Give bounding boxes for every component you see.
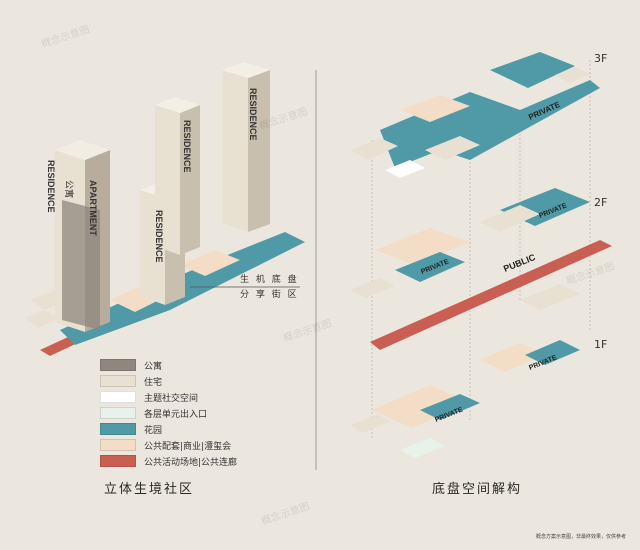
legend-swatch (100, 359, 136, 371)
legend-item: 主题社交空间 (100, 390, 300, 404)
legend-swatch (100, 439, 136, 451)
residence-3-en-label: RESIDENCE (248, 88, 258, 141)
floor-2f-amenity (375, 228, 470, 265)
street-label-line1: 生 机 底 盘 (240, 275, 299, 285)
floor-1f-amenity (372, 385, 470, 428)
floor-3f-block-b (425, 136, 480, 160)
floor-1f-block-b (525, 340, 580, 365)
floor-3f-garden (380, 80, 600, 168)
legend-swatch (100, 375, 136, 387)
apartment-tower-top (55, 140, 110, 160)
floor-3f-block-c (555, 67, 590, 83)
residence-tower-2-front (155, 105, 180, 255)
floor-label-1f: 1F (594, 338, 608, 351)
legend-label: 花园 (144, 425, 163, 436)
podium-amenity-b (180, 250, 240, 276)
legend-item: 公共活动场地|公共连廊 (100, 454, 300, 468)
floor-1f-block (480, 343, 545, 372)
residence-tower-2-top (155, 97, 200, 113)
apartment-tower-shade (62, 200, 100, 330)
floor-1f-garden (420, 394, 480, 420)
apartment-cn-label: 公寓 (63, 180, 75, 198)
right-caption: 底盘空间解构 (432, 482, 523, 497)
street-label-line2: 分 享 街 区 (240, 290, 299, 300)
floor-3f-garden-b (490, 52, 575, 88)
floor-3f-block-e (385, 160, 425, 178)
legend-item: 各层单元出入口 (100, 406, 300, 420)
podium-amenity-d (25, 310, 60, 328)
floor-3f-block-d (350, 138, 398, 160)
legend-label: 各层单元出入口 (144, 409, 208, 420)
residence-tower-3-front (222, 70, 248, 232)
left-caption: 立体生境社区 (104, 482, 195, 497)
floor-1f-block-d (350, 414, 390, 433)
street-label: 生 机 底 盘 分 享 街 区 (240, 272, 299, 300)
apartment-en-label: APARTMENT (88, 180, 98, 236)
legend-item: 花园 (100, 422, 300, 436)
floor-2f-block-c (520, 284, 580, 310)
residence-2-en-label: RESIDENCE (182, 120, 192, 173)
residence-1-en-label: RESIDENCE (154, 210, 164, 263)
apartment-residence-label: RESIDENCE (46, 160, 56, 213)
floor-2f-public (370, 240, 612, 350)
legend-swatch (100, 423, 136, 435)
floor-2f-block-b (350, 278, 395, 298)
legend-item: 公寓 (100, 358, 300, 372)
legend-label: 公寓 (144, 361, 163, 372)
floor-1f-block-c (400, 438, 445, 458)
floor-label-3f: 3F (594, 52, 608, 65)
legend-label: 公共配套|商业|澧玺会 (144, 441, 232, 452)
disclaimer-note: 概念方案示意图，非最终效果，仅供参考 (535, 534, 626, 540)
floor-2f-block (480, 205, 540, 232)
residence-tower-2-side (180, 105, 200, 255)
legend-item: 住宅 (100, 374, 300, 388)
legend-swatch (100, 391, 136, 403)
legend-label: 公共活动场地|公共连廊 (144, 457, 238, 468)
legend-label: 主题社交空间 (144, 393, 199, 404)
floor-2f-garden (395, 252, 465, 282)
floor-3f-block-a (400, 95, 470, 122)
residence-tower-3-side (248, 70, 270, 232)
floor-label-2f: 2F (594, 196, 608, 209)
legend-label: 住宅 (144, 377, 163, 388)
legend-swatch (100, 407, 136, 419)
residence-tower-3-top (222, 62, 270, 78)
legend: 公寓 住宅 主题社交空间 各层单元出入口 花园 公共配套|商业|澧玺会 公共活动… (100, 358, 300, 470)
legend-swatch (100, 455, 136, 467)
legend-item: 公共配套|商业|澧玺会 (100, 438, 300, 452)
